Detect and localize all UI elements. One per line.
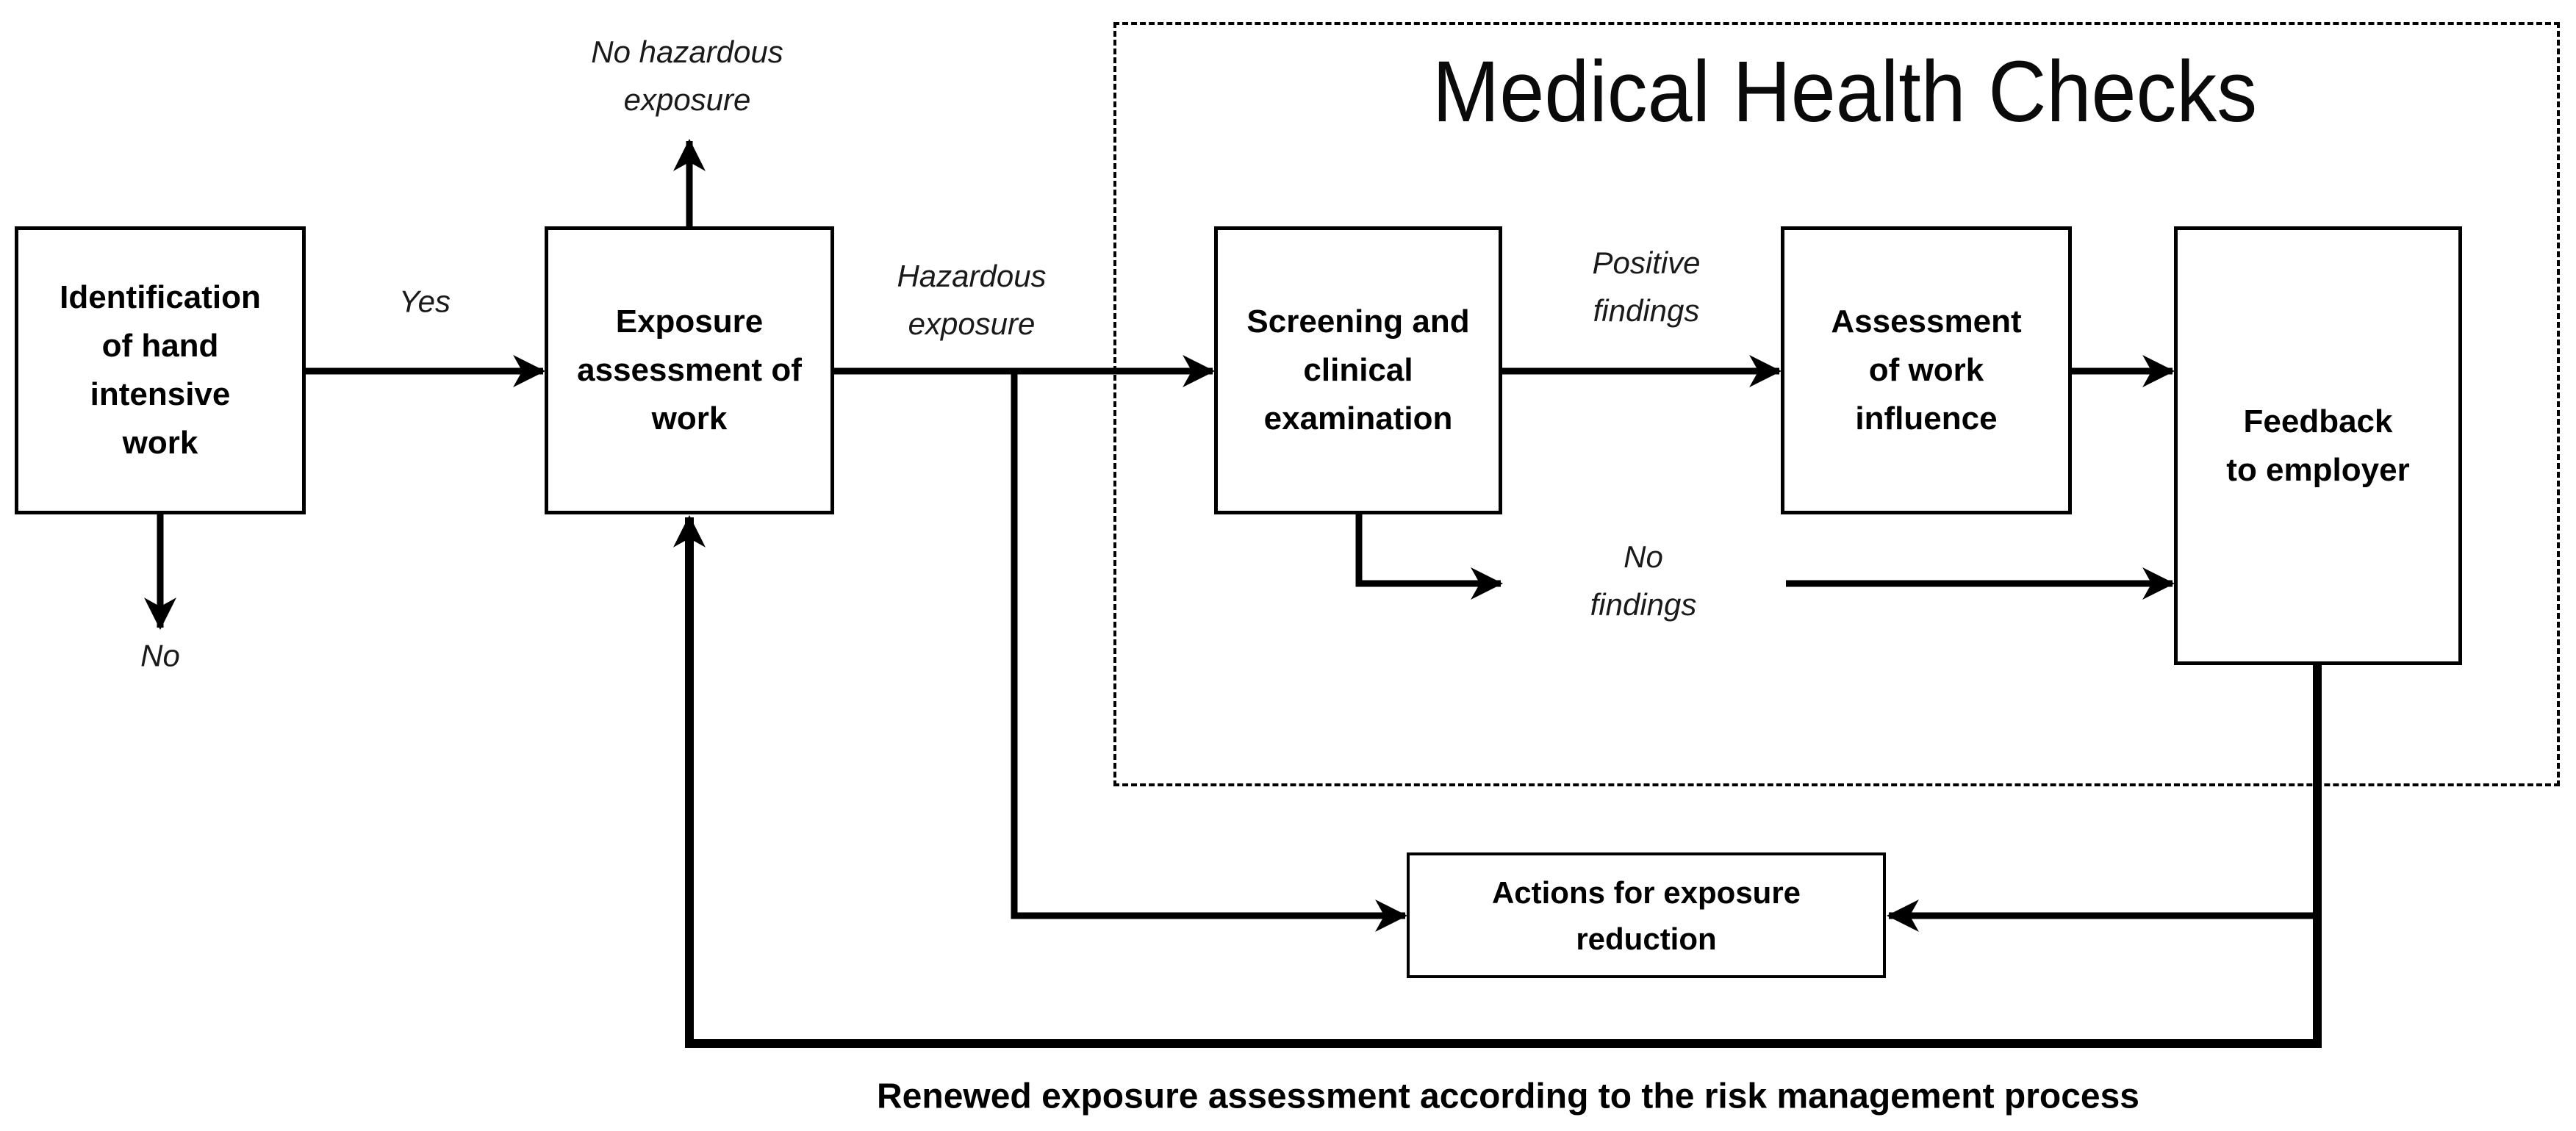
arrow-renewed-assessment-return: [673, 514, 2322, 1048]
identification-of-hand-intensive-work-box: Identification of hand intensive work: [15, 226, 306, 514]
node-label-line: assessment of: [577, 352, 802, 388]
label-line: exposure: [623, 82, 751, 117]
node-label-line: Assessment: [1831, 304, 2022, 340]
node-label-line: examination: [1263, 401, 1453, 437]
hazardous-exposure-label: Hazardous exposure: [897, 252, 1046, 348]
screening-and-clinical-examination-box: Screening and clinical examination: [1214, 226, 1502, 514]
label-line: findings: [1593, 293, 1700, 328]
label-line: Positive: [1592, 245, 1701, 280]
feedback-to-employer-box: Feedback to employer: [2174, 226, 2462, 665]
no-label: No: [140, 638, 180, 673]
arrow-screening-no-findings-branch: [1355, 514, 1504, 600]
label-line: No: [1624, 539, 1663, 574]
no-findings-label: No findings: [1590, 533, 1697, 628]
node-label-line: of work: [1868, 352, 1984, 388]
label-line: No hazardous: [591, 34, 783, 69]
node-label-line: Feedback: [2243, 403, 2393, 439]
node-label-line: intensive: [90, 376, 231, 412]
medical-health-checks-title: Medical Health Checks: [1432, 43, 2258, 140]
positive-findings-label: Positive findings: [1592, 239, 1700, 334]
label-line: Hazardous: [897, 258, 1047, 293]
node-label-line: influence: [1855, 401, 1998, 437]
node-label-line: to employer: [2226, 451, 2410, 488]
no-hazardous-exposure-label: No hazardous exposure: [591, 28, 783, 123]
assessment-of-work-influence-box: Assessment of work influence: [1781, 226, 2072, 514]
yes-label: Yes: [398, 284, 451, 319]
medical-health-checks-container: [1113, 22, 2560, 786]
node-label-line: work: [122, 425, 198, 461]
node-label-line: Identification: [60, 279, 261, 315]
node-label-line: clinical: [1303, 352, 1413, 388]
renewed-assessment-caption: Renewed exposure assessment according to…: [877, 1077, 2139, 1116]
node-label-line: of hand: [101, 328, 219, 364]
label-line: exposure: [908, 306, 1036, 341]
node-label-line: work: [651, 401, 728, 437]
node-label-line: Exposure: [615, 304, 764, 340]
actions-for-exposure-reduction-box: Actions for exposure reduction: [1407, 852, 1886, 978]
node-label-line: Actions for exposure: [1491, 875, 1801, 910]
node-label-line: Screening and: [1246, 304, 1470, 340]
label-line: findings: [1590, 587, 1697, 622]
exposure-assessment-of-work-box: Exposure assessment of work: [545, 226, 834, 514]
arrow-hazardous-branch-to-actions: [1011, 371, 1408, 932]
node-label-line: reduction: [1576, 921, 1717, 956]
